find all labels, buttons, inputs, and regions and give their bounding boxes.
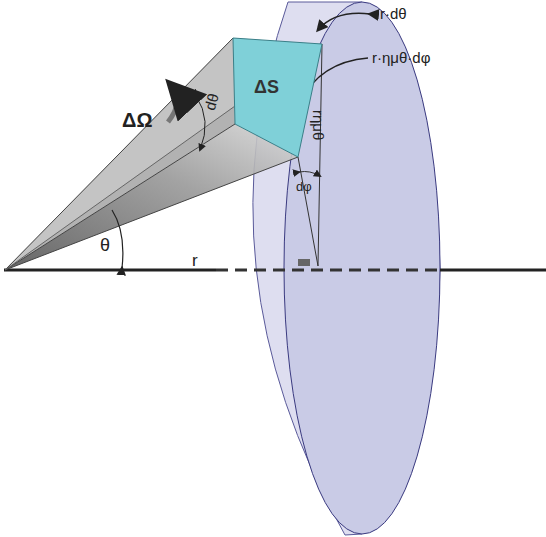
radius-label: r [192,252,198,269]
angle-label: θ [100,236,110,254]
angle-label: dθ [202,92,221,112]
arc-length-label: r·dθ [380,6,407,21]
angle-label: dφ [296,180,312,193]
surface-patch: ΔS [232,36,324,159]
radius-label: rημθ [311,110,326,140]
patch-label: ΔS [254,78,279,96]
arc-length-label: r·ημθ·dφ [372,50,430,65]
solid-angle-label: ΔΩ [122,110,152,130]
patch-outline [232,36,324,159]
